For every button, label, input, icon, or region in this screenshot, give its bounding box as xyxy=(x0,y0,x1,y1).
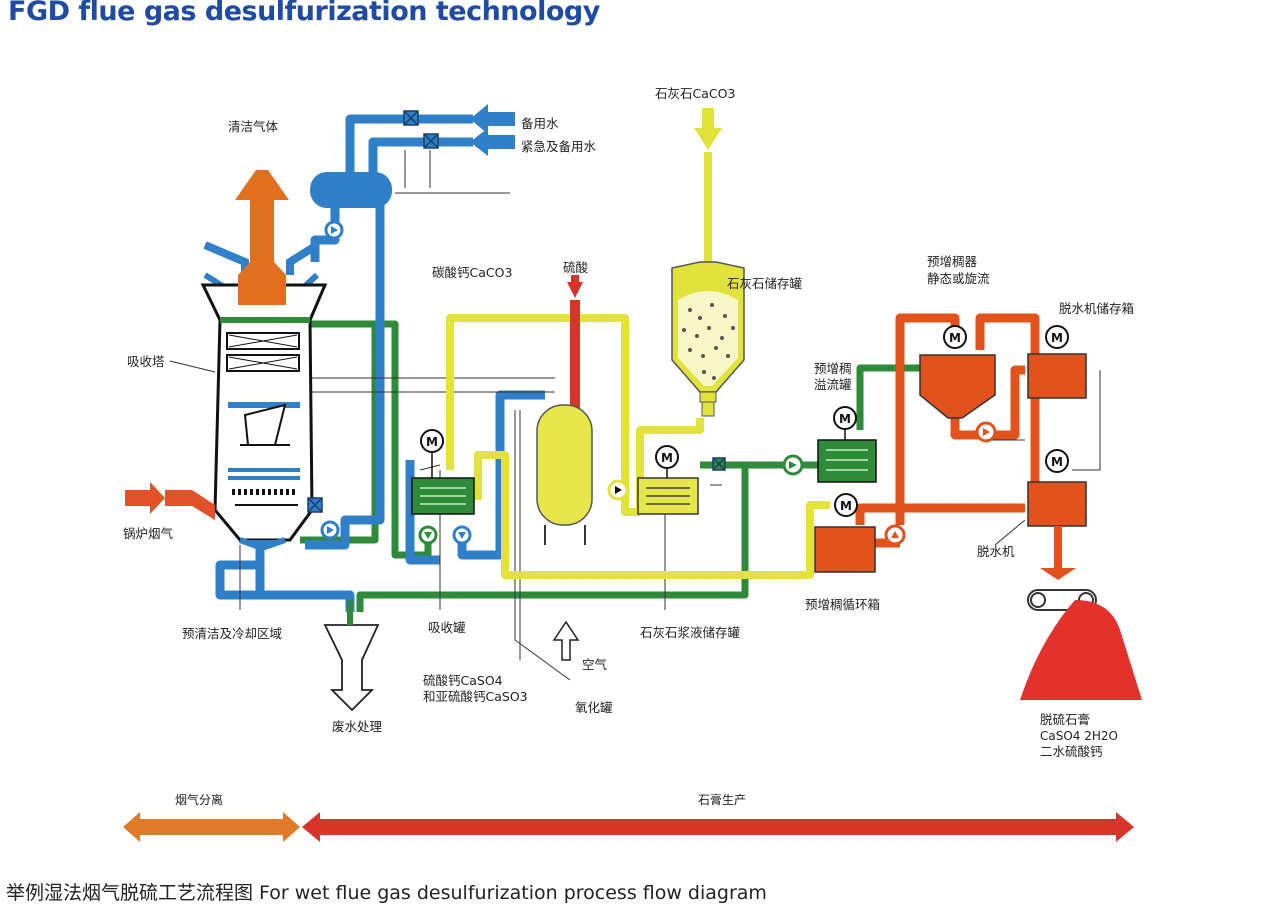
header-tank xyxy=(310,172,392,208)
label-boiler-flue-gas: 锅炉烟气 xyxy=(123,526,174,541)
svg-text:M: M xyxy=(839,412,851,426)
orange-gypsum-pipes xyxy=(855,313,1040,548)
label-gypsum-1: 脱硫石膏 xyxy=(1040,712,1090,727)
label-prethick-circ-tank: 预增稠循环箱 xyxy=(805,597,880,612)
label-calcium-carbonate: 碳酸钙CaCO3 xyxy=(432,265,512,280)
svg-text:石膏生产: 石膏生产 xyxy=(698,792,746,807)
label-thickener-overflow-2: 溢流罐 xyxy=(814,377,852,392)
label-absorber-tower: 吸收塔 xyxy=(127,354,165,369)
clean-gas-arrow xyxy=(235,170,289,305)
svg-text:烟气分离: 烟气分离 xyxy=(175,792,223,807)
label-gypsum-2: CaSO4 2H2O xyxy=(1040,729,1118,743)
limestone-silo xyxy=(671,108,745,417)
page-title: FGD flue gas desulfurization technology xyxy=(8,0,600,27)
stage-arrow-gypsum: 石膏生产 xyxy=(302,792,1134,842)
svg-text:M: M xyxy=(1051,455,1063,469)
label-dewatering-storage: 脱水机储存箱 xyxy=(1059,301,1134,316)
label-limestone-silo: 石灰石储存罐 xyxy=(727,276,803,291)
label-air: 空气 xyxy=(582,657,608,672)
yellow-limestone-pipes xyxy=(446,152,830,579)
motor-prethickener: M xyxy=(943,325,967,349)
thickener-overflow-tank xyxy=(817,439,877,483)
svg-text:M: M xyxy=(426,435,438,449)
label-prethickener-2: 静态或旋流 xyxy=(927,271,990,286)
label-prethickener-1: 预增稠器 xyxy=(927,254,978,269)
svg-text:M: M xyxy=(661,451,673,465)
absorption-tank xyxy=(411,477,475,515)
label-slurry-tank: 石灰石浆液储存罐 xyxy=(640,625,741,640)
label-calcium-sulfate-1: 硫酸钙CaSO4 xyxy=(423,673,503,688)
svg-text:M: M xyxy=(1051,331,1063,345)
svg-text:M: M xyxy=(949,331,961,345)
valves xyxy=(307,110,726,513)
motor-dewatering: M xyxy=(1045,449,1069,473)
dewatering-storage-box xyxy=(1027,353,1087,399)
label-oxidation-tank: 氧化罐 xyxy=(575,700,613,715)
label-dewatering-machine: 脱水机 xyxy=(977,544,1015,559)
pumps xyxy=(320,220,997,546)
label-precleaning-zone: 预清洁及冷却区域 xyxy=(182,626,282,641)
dewatering-machine-box xyxy=(1027,481,1087,527)
label-calcium-sulfate-2: 和亚硫酸钙CaSO3 xyxy=(423,689,528,704)
motor-overflow: M xyxy=(833,406,857,440)
air-inlet-arrow xyxy=(552,620,580,661)
label-gypsum-3: 二水硫酸钙 xyxy=(1040,744,1103,759)
motor-circ-tank: M xyxy=(834,493,858,517)
green-circulation-pipes xyxy=(222,320,922,612)
prethickener xyxy=(919,354,996,419)
label-absorption-tank: 吸收罐 xyxy=(428,620,466,635)
motor-storage: M xyxy=(1045,325,1069,349)
gypsum-output xyxy=(1020,526,1142,700)
stage-arrow-flue-gas: 烟气分离 xyxy=(123,792,300,842)
svg-text:M: M xyxy=(840,499,852,513)
label-thickener-overflow-1: 预增稠 xyxy=(814,361,852,376)
prethick-circ-tank-box xyxy=(814,526,876,573)
slurry-tank xyxy=(637,477,699,515)
label-emergency-water: 紧急及备用水 xyxy=(521,139,597,154)
label-sulfuric-acid: 硫酸 xyxy=(563,260,589,275)
wastewater-funnel xyxy=(323,600,380,712)
sulfuric-acid-line xyxy=(567,275,583,420)
motor-absorption: M xyxy=(420,429,444,478)
label-backup-water: 备用水 xyxy=(521,116,559,131)
flue-gas-inlet xyxy=(125,482,215,520)
label-limestone-caco3: 石灰石CaCO3 xyxy=(655,86,735,101)
label-wastewater: 废水处理 xyxy=(332,719,383,734)
motor-slurry: M xyxy=(655,445,679,478)
water-inlet-arrows xyxy=(470,104,515,156)
oxidation-tank xyxy=(536,404,593,545)
label-clean-gas: 清洁气体 xyxy=(228,119,279,134)
thin-lines xyxy=(239,150,1101,681)
figure-caption: 举例湿法烟气脱硫工艺流程图 For wet flue gas desulfuri… xyxy=(6,882,767,904)
